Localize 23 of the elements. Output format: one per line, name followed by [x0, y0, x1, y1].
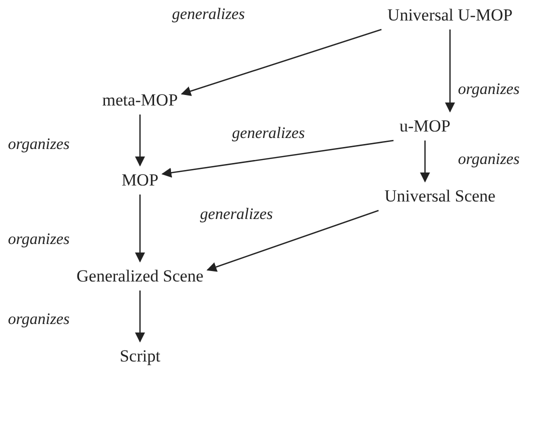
- arrow: [135, 114, 145, 166]
- edge-label: organizes: [8, 135, 70, 155]
- edge-label: generalizes: [232, 124, 305, 144]
- node-label: Universal Scene: [384, 188, 496, 204]
- node-label: MOP: [122, 172, 158, 188]
- node-label: u-MOP: [400, 118, 450, 134]
- arrow: [135, 194, 145, 262]
- edge-label: organizes: [8, 310, 70, 330]
- edge-label: organizes: [458, 150, 520, 170]
- edge-label: generalizes: [200, 205, 273, 225]
- node-label: meta-MOP: [102, 92, 178, 108]
- node-label: Script: [120, 348, 160, 364]
- node-label: Universal U-MOP: [387, 6, 513, 24]
- arrow: [206, 210, 379, 272]
- edge-label: organizes: [8, 230, 70, 250]
- arrow: [180, 28, 382, 96]
- edge-label: organizes: [458, 80, 520, 100]
- node-label: Generalized Scene: [76, 268, 204, 284]
- arrow: [135, 290, 145, 342]
- arrow: [420, 140, 430, 182]
- arrow: [161, 140, 394, 178]
- arrow: [445, 30, 455, 112]
- edge-label: generalizes: [172, 5, 245, 25]
